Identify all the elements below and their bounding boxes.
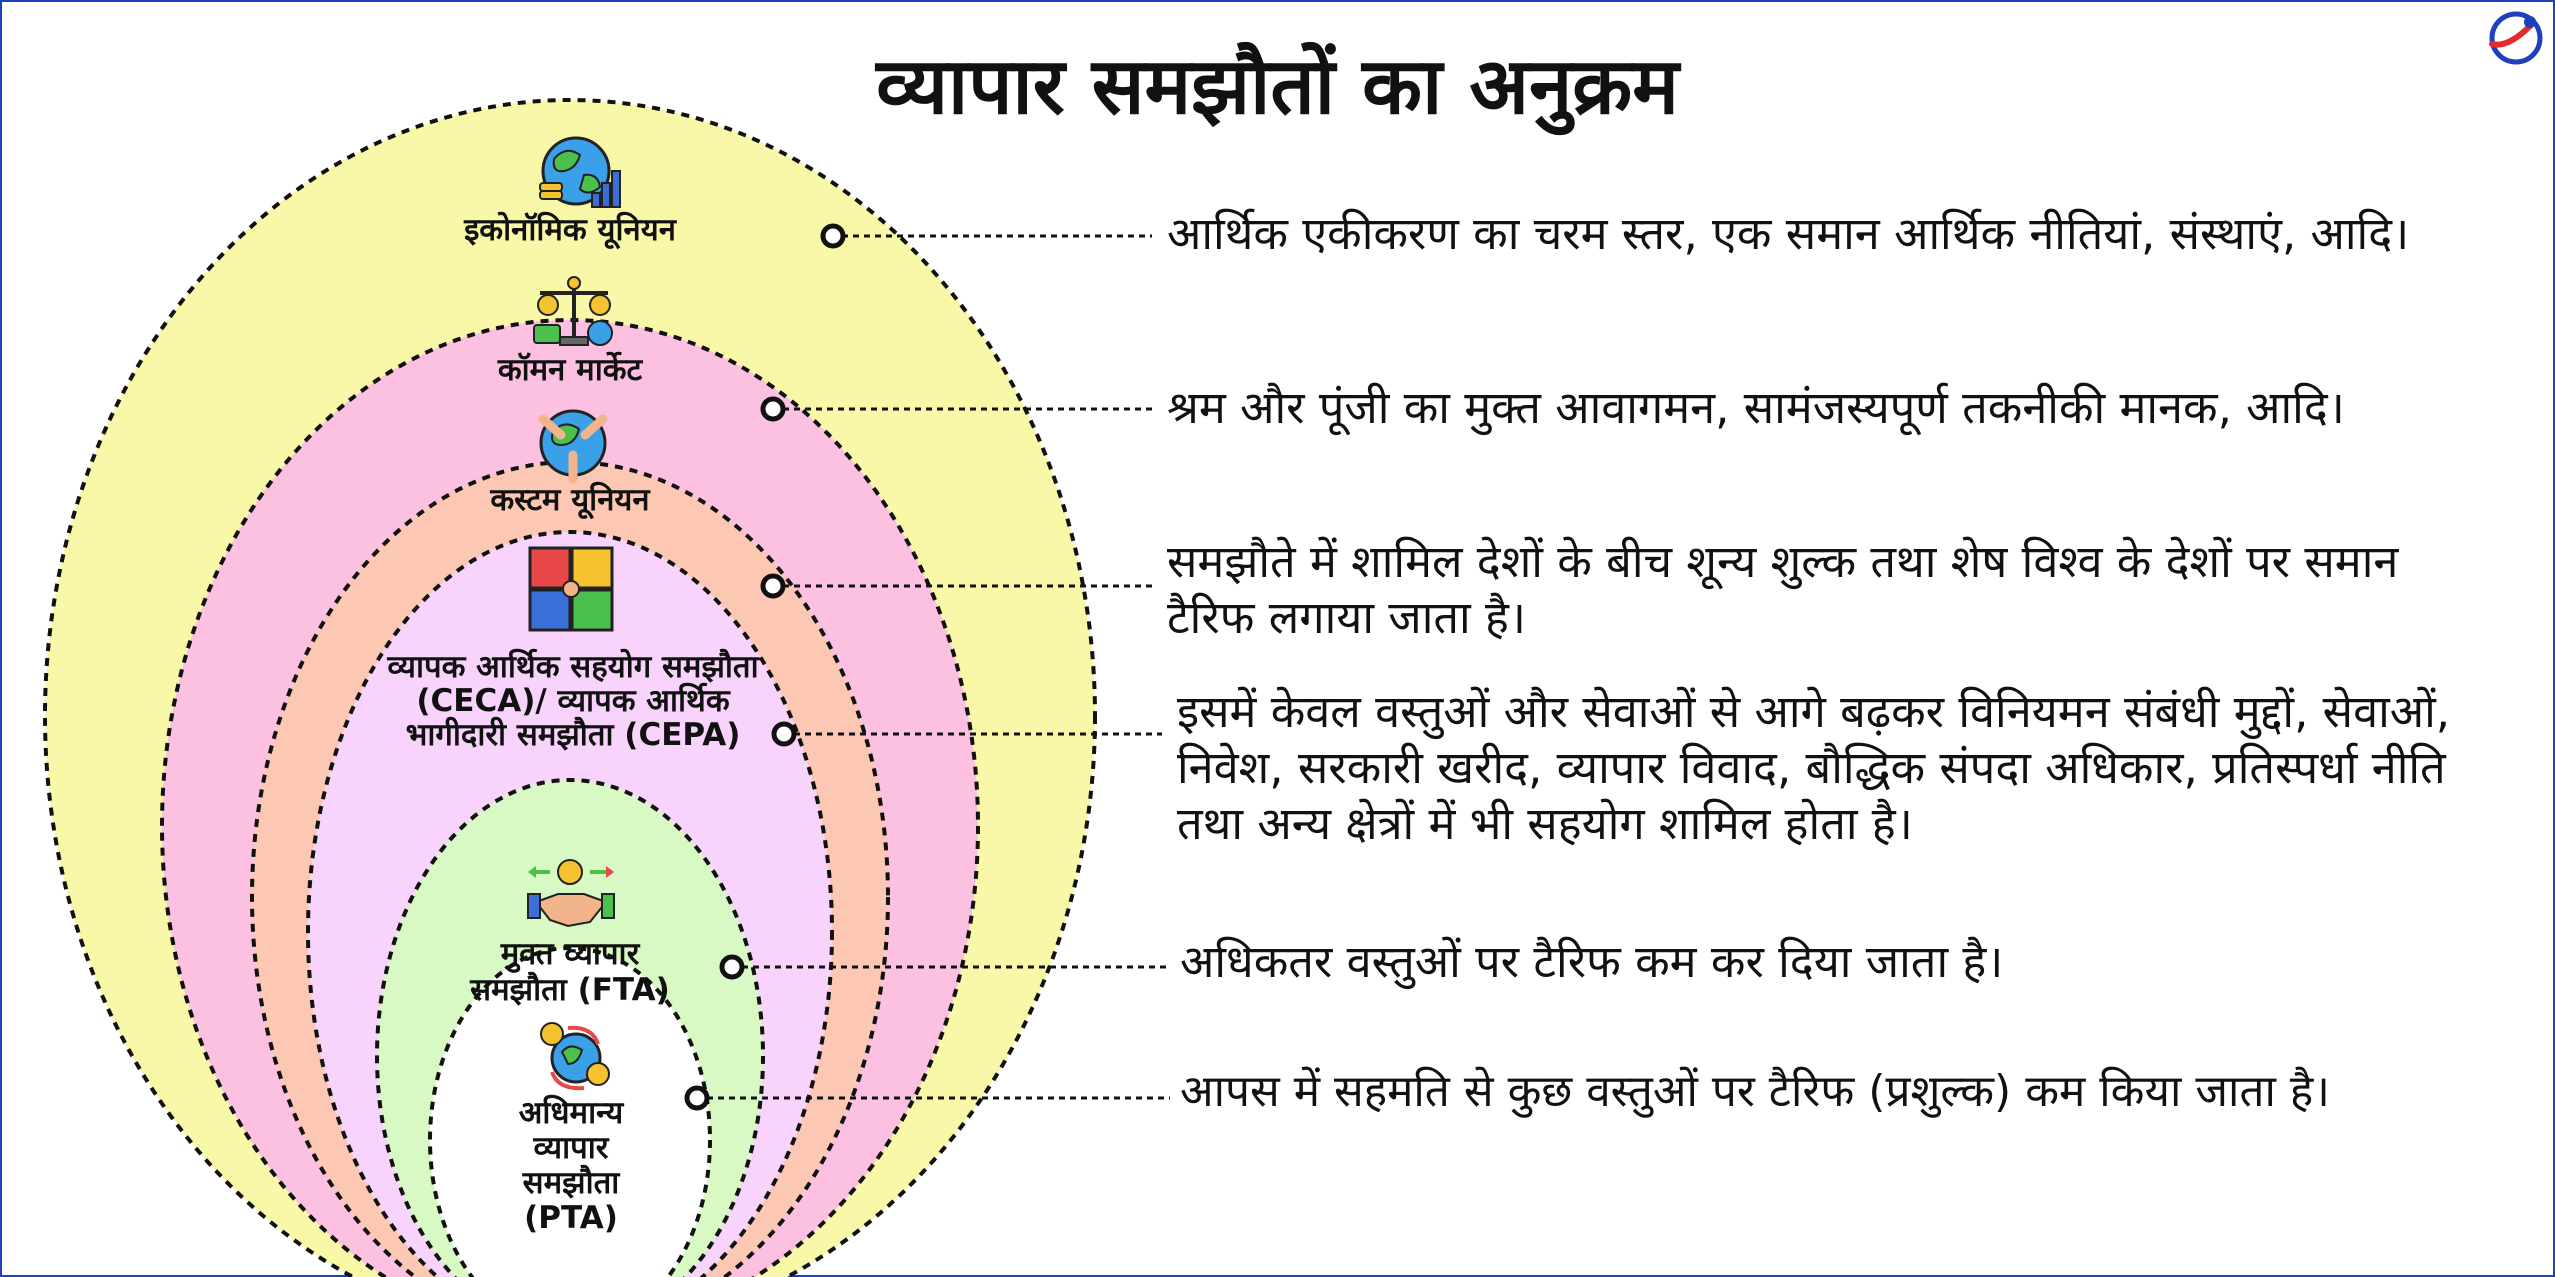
page-title: व्यापार समझौतों का अनुक्रम [876,42,1679,132]
connector-dot-2 [760,396,786,422]
description-economic-union: आर्थिक एकीकरण का चरम स्तर, एक समान आर्थि… [1167,207,2410,260]
description-ceca-cepa: इसमें केवल वस्तुओं और सेवाओं से आगे बढ़क… [1177,685,2451,850]
connector-dot-6 [684,1085,710,1111]
connector-dot-4 [771,721,797,747]
connector-dot-3 [760,573,786,599]
description-fta: अधिकतर वस्तुओं पर टैरिफ कम कर दिया जाता … [1180,935,2004,988]
level-label-fta: मुक्त व्यापार समझौता (FTA) [470,936,670,1008]
description-common-market: श्रम और पूंजी का मुक्त आवागमन, सामंजस्यप… [1167,381,2345,434]
description-pta: आपस में सहमति से कुछ वस्तुओं पर टैरिफ (प… [1180,1066,2330,1117]
ring-pta [428,946,712,1277]
hands-globe-icon [538,409,608,484]
balance-scale-icon [533,276,613,346]
globe-currency-icon [540,1022,610,1091]
puzzle-hands-icon [528,546,614,632]
connector-dot-1 [820,223,846,249]
level-label-ceca-cepa: व्यापक आर्थिक सहयोग समझौता (CECA)/ व्याप… [387,649,759,753]
brand-logo [2489,11,2543,65]
globe-coins-chart-icon [539,136,621,208]
connector-dot-5 [719,954,745,980]
level-label-customs-union: कस्टम यूनियन [490,482,650,518]
level-label-pta: अधिमान्य व्यापार समझौता (PTA) [518,1095,624,1236]
level-label-common-market: कॉमन मार्केट [497,352,643,388]
handshake-coin-icon [527,859,615,928]
level-label-economic-union: इकोनॉमिक यूनियन [464,212,676,248]
description-customs-union: समझौते में शामिल देशों के बीच शून्य शुल्… [1167,535,2399,644]
